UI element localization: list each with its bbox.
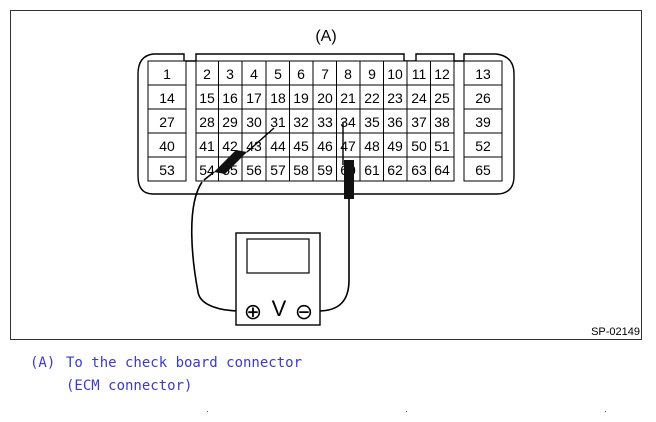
negative-terminal-icon: ⊖: [295, 299, 313, 324]
pin-number: 28: [199, 114, 215, 130]
pin-number: 26: [475, 90, 491, 106]
pin-number: 63: [411, 162, 427, 178]
left-pin-block: [147, 60, 187, 182]
pin-number: 52: [475, 138, 491, 154]
pin-number: 50: [411, 138, 427, 154]
pin-number: 48: [364, 138, 380, 154]
positive-terminal-icon: ⊕: [244, 299, 262, 324]
negative-probe: [344, 160, 354, 199]
pin-number: 10: [387, 66, 403, 82]
pin-number: 54: [199, 162, 215, 178]
pin-number: 7: [321, 66, 329, 82]
pin-number: 51: [434, 138, 450, 154]
footer-dot: [605, 411, 606, 412]
pin-number: 46: [317, 138, 333, 154]
pin-number: 30: [246, 114, 262, 130]
footer-dot: [406, 411, 407, 412]
pin-number: 34: [340, 114, 356, 130]
positive-probe-wire: [190, 181, 241, 312]
connector-label: (A): [315, 28, 336, 45]
positive-probe: [203, 127, 275, 181]
pin-number: 61: [364, 162, 380, 178]
pin-number: 47: [340, 138, 356, 154]
pin-number: 35: [364, 114, 380, 130]
pin-number: 20: [317, 90, 333, 106]
pin-number: 33: [317, 114, 333, 130]
pin-number: 41: [199, 138, 215, 154]
pin-number: 39: [475, 114, 491, 130]
pin-number: 14: [159, 90, 175, 106]
pin-number: 53: [159, 162, 175, 178]
caption-line2: (ECM connector): [66, 378, 193, 394]
pin-number: 40: [159, 138, 175, 154]
pin-number: 23: [387, 90, 403, 106]
pin-number: 36: [387, 114, 403, 130]
pin-number: 37: [411, 114, 427, 130]
pin-number: 44: [270, 138, 286, 154]
pin-number: 65: [475, 162, 491, 178]
pin-number: 18: [270, 90, 286, 106]
figure-code: SP-02149: [591, 326, 640, 338]
pin-number: 38: [434, 114, 450, 130]
pin-number: 29: [222, 114, 238, 130]
pin-number: 1: [163, 66, 171, 82]
pin-number: 56: [246, 162, 262, 178]
caption-row: (ECM connector): [30, 375, 302, 398]
caption-row: (A) To the check board connector: [30, 352, 302, 375]
pin-number: 6: [297, 66, 305, 82]
pin-number: 12: [434, 66, 450, 82]
pin-number: 3: [226, 66, 234, 82]
pin-number: 64: [434, 162, 450, 178]
pin-number: 24: [411, 90, 427, 106]
pin-number: 13: [475, 66, 491, 82]
pin-number: 32: [293, 114, 309, 130]
negative-probe-wire: [317, 199, 350, 312]
pin-number: 9: [368, 66, 376, 82]
center-pin-block: [195, 60, 455, 182]
pin-number: 17: [246, 90, 262, 106]
voltmeter-symbol: V: [272, 296, 287, 321]
pin-number: 2: [203, 66, 211, 82]
pin-number: 4: [250, 66, 258, 82]
pin-number: 5: [274, 66, 282, 82]
pin-number: 31: [270, 114, 286, 130]
pin-number: 11: [412, 66, 427, 82]
caption-indent: [30, 375, 66, 398]
pin-number: 15: [199, 90, 215, 106]
pin-number: 25: [434, 90, 450, 106]
pin-number: 57: [270, 162, 286, 178]
caption-line1: To the check board connector: [66, 355, 303, 371]
pin-number: 21: [340, 90, 356, 106]
caption: (A) To the check board connector (ECM co…: [30, 352, 302, 398]
pin-number: 58: [293, 162, 309, 178]
right-pin-block: [463, 60, 503, 182]
voltmeter: ⊕ V ⊖: [235, 232, 321, 326]
voltmeter-display: [246, 238, 310, 274]
caption-marker: (A): [30, 355, 56, 371]
pin-number: 62: [387, 162, 403, 178]
pin-number: 45: [293, 138, 309, 154]
pin-number: 8: [344, 66, 352, 82]
pin-number: 19: [293, 90, 309, 106]
pin-number: 27: [159, 114, 175, 130]
pin-number: 49: [387, 138, 403, 154]
pin-number: 42: [222, 138, 238, 154]
footer-dot: [207, 411, 208, 412]
pin-number: 16: [222, 90, 238, 106]
pin-number: 59: [317, 162, 333, 178]
pin-number: 22: [364, 90, 380, 106]
